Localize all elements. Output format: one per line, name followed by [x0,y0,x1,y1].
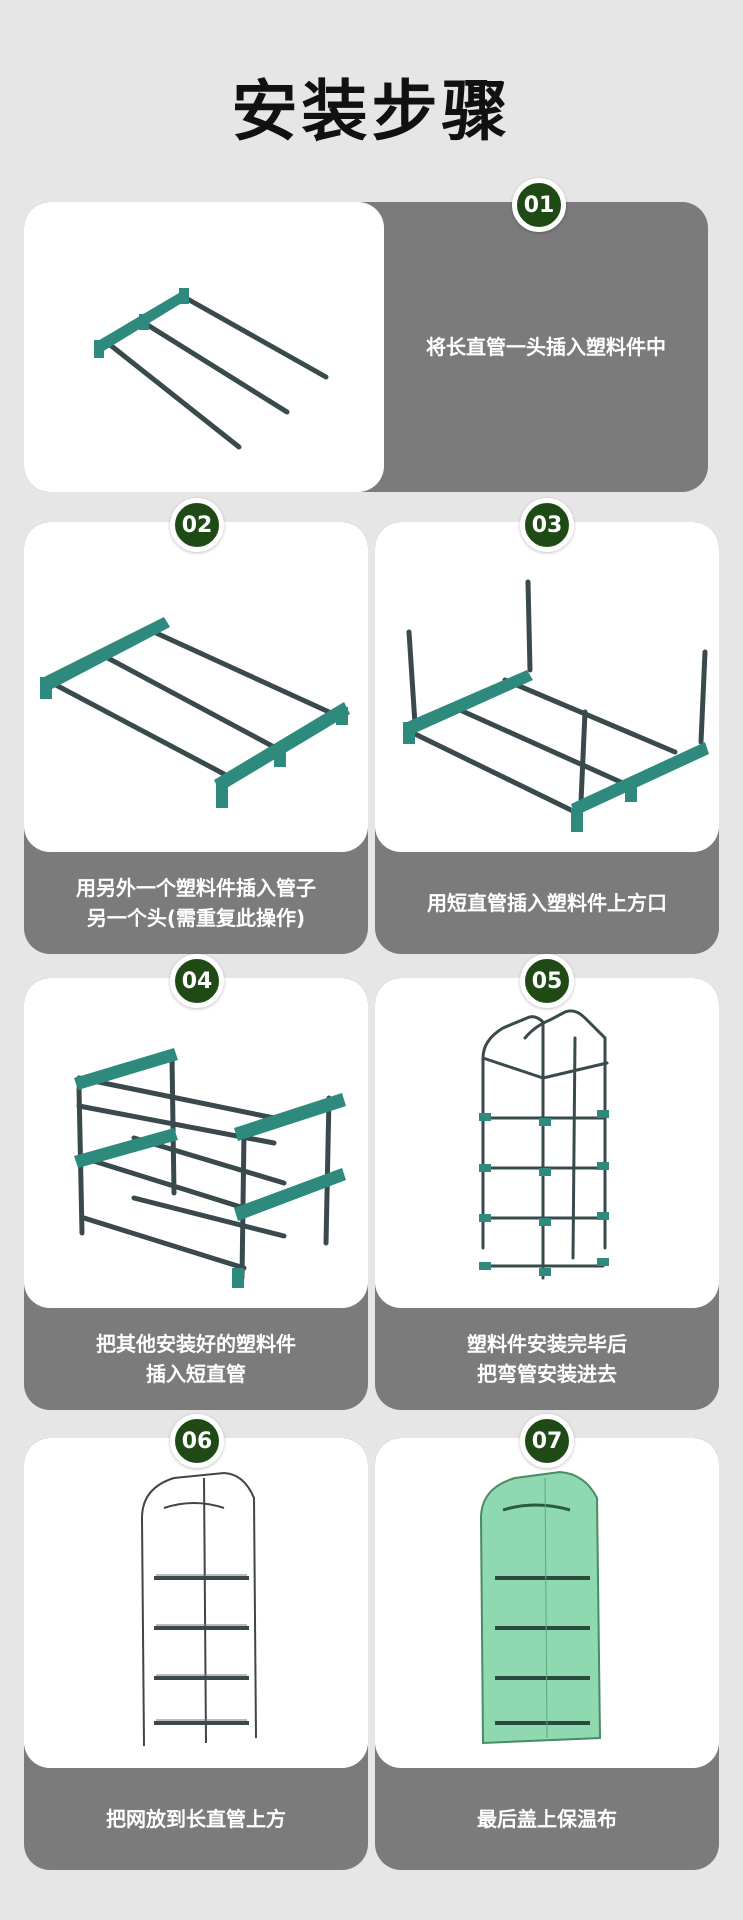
step-photo-05 [375,978,719,1308]
step-caption-02-line2: 另一个头(需重复此操作) [86,906,306,930]
step-caption-06-line1: 把网放到长直管上方 [106,1807,286,1831]
two-level-frame-illustration [74,1048,346,1288]
frame-two-ends-illustration [40,617,350,808]
shelf-with-arches-illustration [479,1009,609,1280]
frame-with-short-tubes-illustration [403,579,709,832]
step-caption-01-line1: 将长直管一头插入塑料件中 [426,335,666,359]
step-caption-04: 把其他安装好的塑料件 插入短直管 [24,1308,368,1410]
step-caption-05: 塑料件安装完毕后 把弯管安装进去 [375,1308,719,1410]
step-caption-02: 用另外一个塑料件插入管子 另一个头(需重复此操作) [24,852,368,954]
step-card-06: 把网放到长直管上方 [24,1438,368,1870]
step-card-05: 塑料件安装完毕后 把弯管安装进去 [375,978,719,1410]
step-card-04: 把其他安装好的塑料件 插入短直管 [24,978,368,1410]
step-caption-07-line1: 最后盖上保温布 [477,1807,617,1831]
step-caption-02-line1: 用另外一个塑料件插入管子 [76,876,316,900]
step-card-01: 将长直管一头插入塑料件中 [24,202,708,492]
step-photo-01 [24,202,384,492]
step-badge-02: 02 [170,498,224,552]
step-badge-03: 03 [520,498,574,552]
step-photo-06 [24,1438,368,1768]
step-caption-04-line1: 把其他安装好的塑料件 [96,1332,296,1356]
step-badge-04: 04 [170,954,224,1008]
step-caption-07: 最后盖上保温布 [375,1768,719,1870]
step-card-07: 最后盖上保温布 [375,1438,719,1870]
step-photo-07 [375,1438,719,1768]
step-badge-01: 01 [512,178,566,232]
shelf-with-clear-cover-illustration [140,1471,257,1747]
step-photo-03 [375,522,719,852]
frame-with-long-tubes-illustration [94,288,329,450]
step-caption-05-line2: 把弯管安装进去 [477,1362,617,1386]
step-caption-03: 用短直管插入塑料件上方口 [375,852,719,954]
shelf-with-green-cover-illustration [479,1470,602,1745]
step-caption-04-line2: 插入短直管 [146,1362,246,1386]
step-card-03: 用短直管插入塑料件上方口 [375,522,719,954]
step-caption-06: 把网放到长直管上方 [24,1768,368,1870]
step-photo-04 [24,978,368,1308]
step-photo-02 [24,522,368,852]
step-caption-01: 将长直管一头插入塑料件中 [384,202,708,492]
page-title: 安装步骤 [231,73,512,150]
step-badge-05: 05 [520,954,574,1008]
step-caption-03-line1: 用短直管插入塑料件上方口 [427,891,667,915]
step-card-02: 用另外一个塑料件插入管子 另一个头(需重复此操作) [24,522,368,954]
step-badge-07: 07 [520,1414,574,1468]
step-badge-06: 06 [170,1414,224,1468]
step-caption-05-line1: 塑料件安装完毕后 [467,1332,627,1356]
